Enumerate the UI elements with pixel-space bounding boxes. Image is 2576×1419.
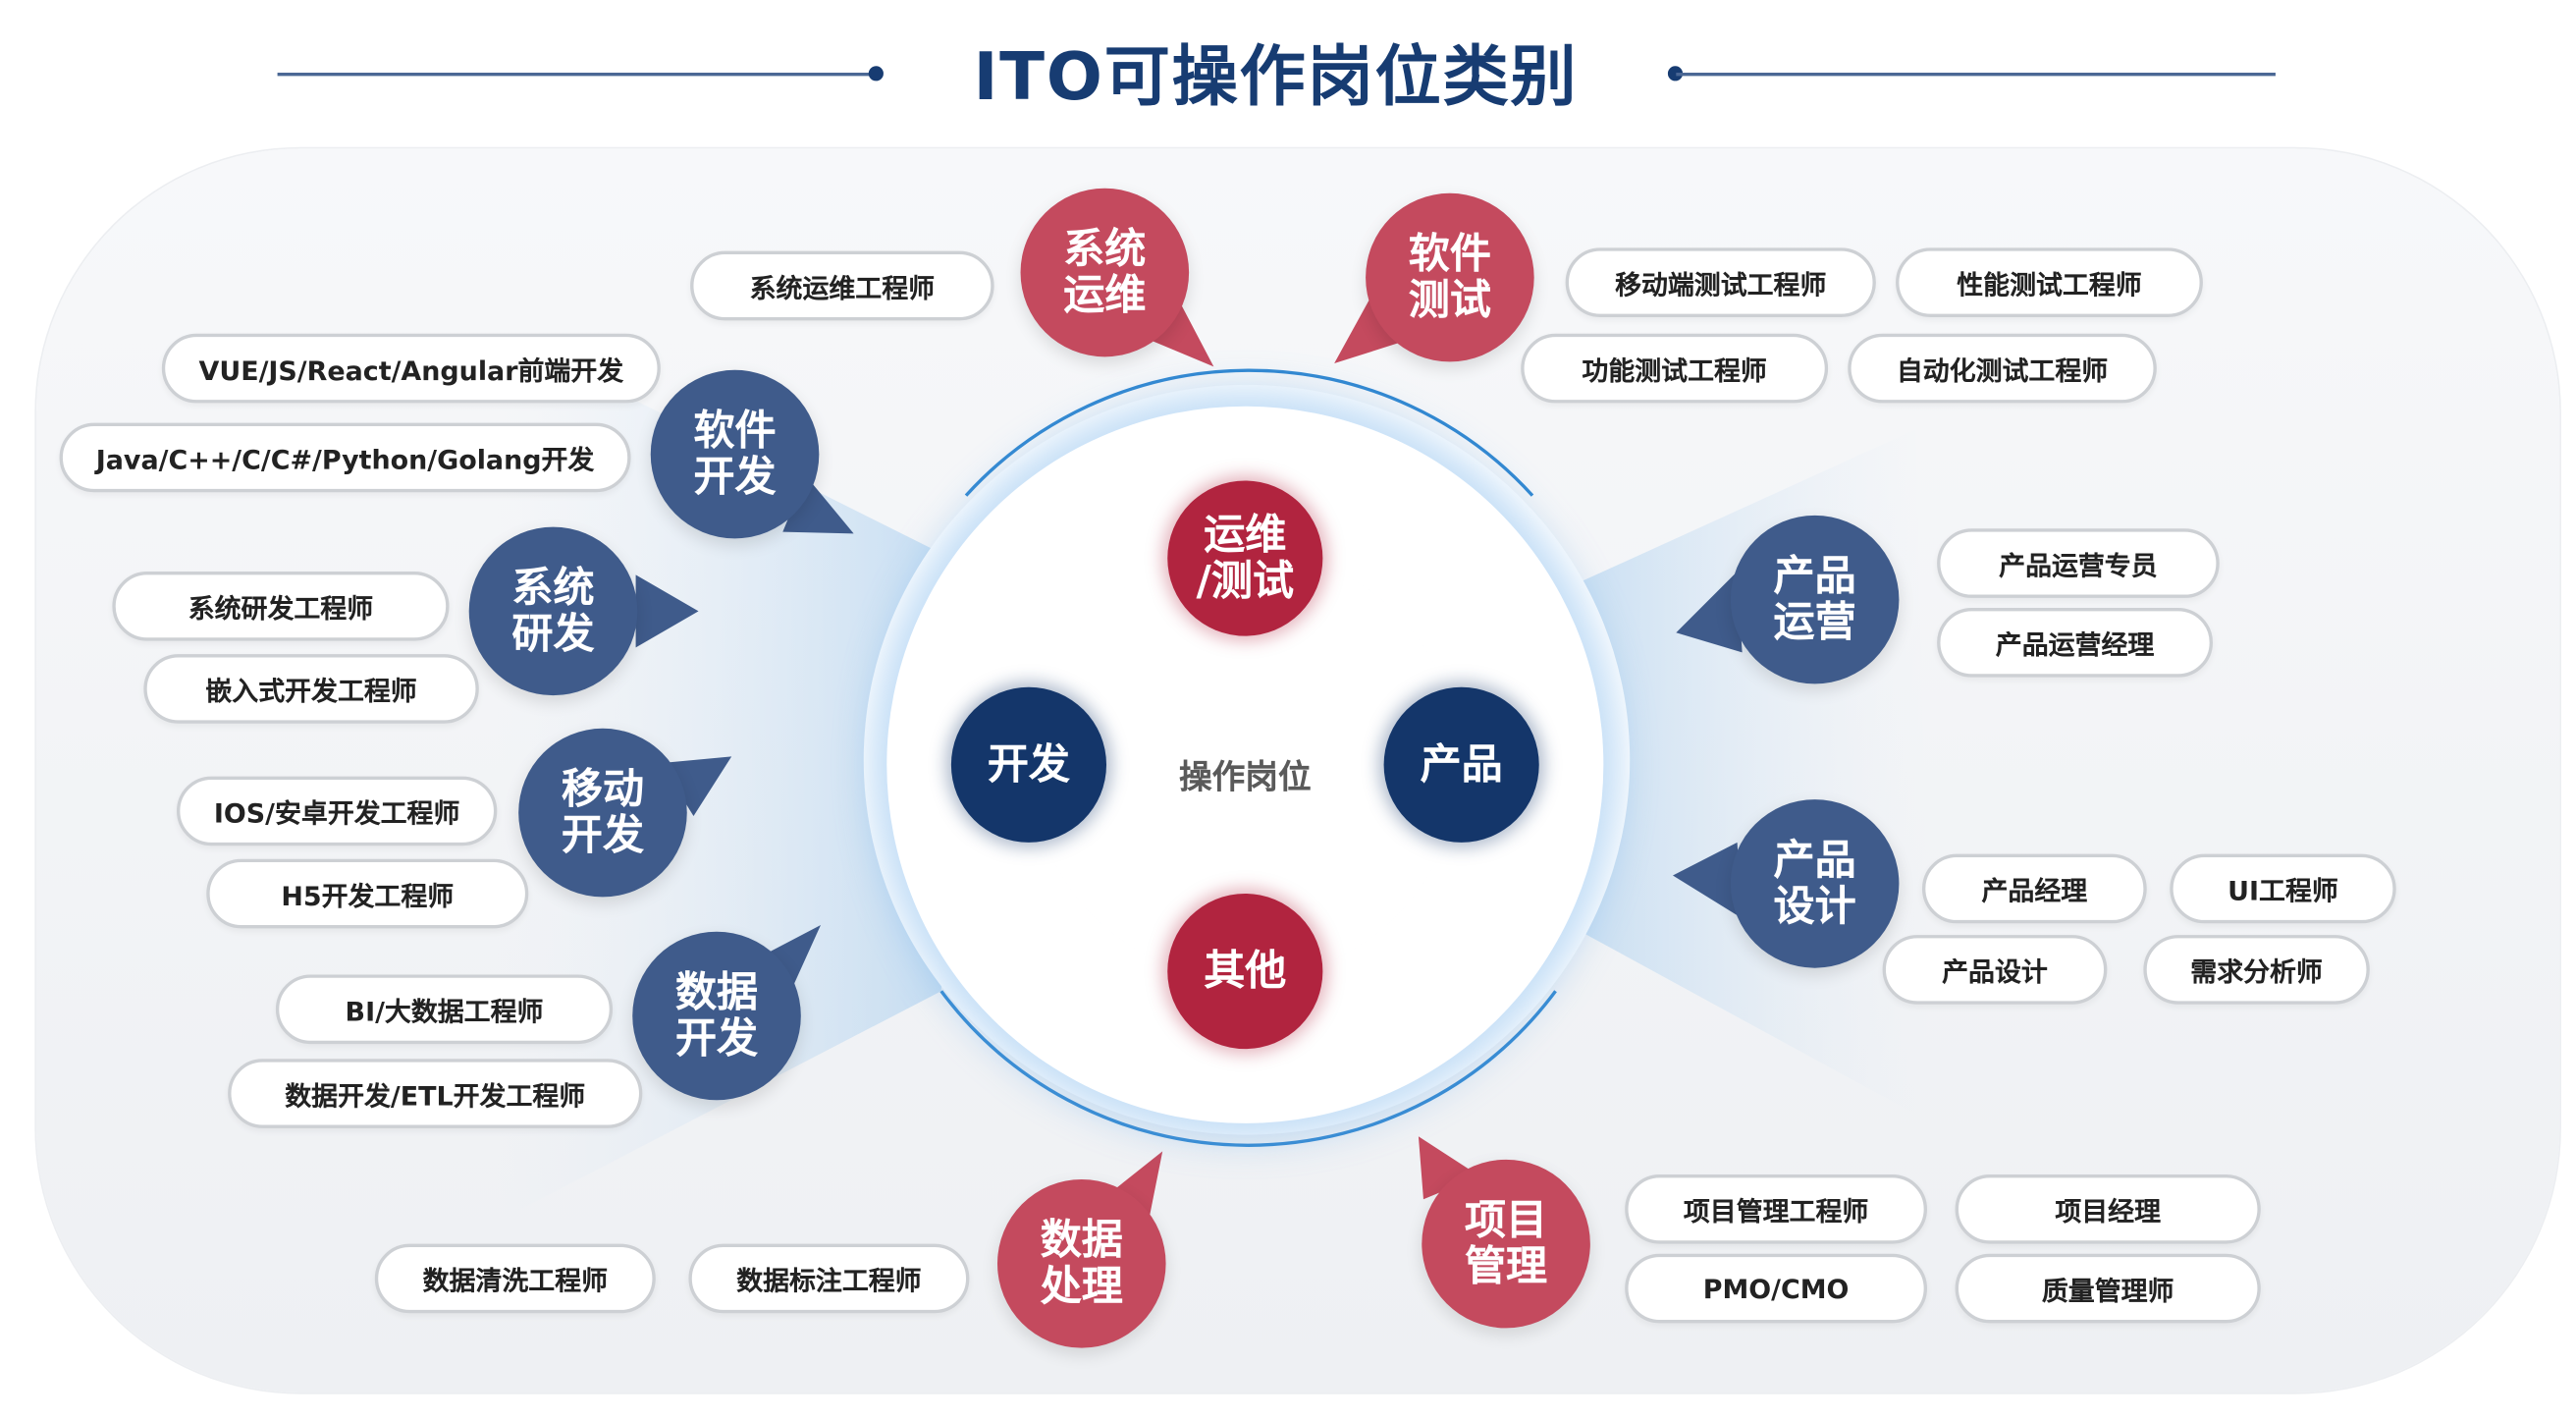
- group-label: 开发: [674, 1013, 759, 1063]
- role-pill[interactable]: Java/C++/C/C#/Python/Golang开发: [59, 422, 631, 493]
- role-pill[interactable]: 需求分析师: [2143, 935, 2370, 1005]
- core-label: 其他: [1204, 946, 1287, 995]
- group-label: 产品: [1773, 836, 1856, 884]
- ring-arc-top: [964, 368, 1534, 497]
- role-pill[interactable]: 移动端测试工程师: [1565, 247, 1876, 317]
- group-label: 运维: [1063, 270, 1147, 319]
- core-ops-test[interactable]: 运维/测试: [1167, 480, 1323, 636]
- group-label: 数据: [1040, 1216, 1123, 1264]
- role-pill[interactable]: 产品经理: [1921, 853, 2147, 924]
- core-label: /测试: [1196, 556, 1295, 605]
- group-label: 软件: [1408, 229, 1491, 278]
- group-label: 管理: [1464, 1241, 1548, 1290]
- group-product-design[interactable]: 产品设计: [1730, 799, 1900, 968]
- role-pill[interactable]: VUE/JS/React/Angular前端开发: [161, 333, 661, 404]
- page-title: ITO可操作岗位类别: [973, 39, 1579, 116]
- group-sw-dev[interactable]: 软件开发: [650, 369, 820, 539]
- core-other[interactable]: 其他: [1167, 894, 1323, 1050]
- group-label: 产品: [1773, 551, 1856, 600]
- title-left-dot: [868, 66, 884, 82]
- group-label: 设计: [1773, 882, 1856, 931]
- pointer-prod-design: [1672, 842, 1743, 919]
- group-mobile-dev[interactable]: 移动开发: [518, 728, 687, 898]
- title-left-line: [277, 73, 876, 76]
- role-pill[interactable]: 自动化测试工程师: [1848, 333, 2157, 404]
- group-label: 移动: [561, 764, 645, 813]
- pointer-sys-rd: [635, 574, 699, 648]
- title-right-line: [1676, 73, 2276, 76]
- core-label: 运维: [1204, 510, 1287, 559]
- group-label: 数据: [674, 967, 759, 1016]
- group-sw-test[interactable]: 软件测试: [1366, 192, 1534, 362]
- pointer-prod-ops: [1676, 572, 1743, 653]
- role-pill[interactable]: 产品设计: [1882, 935, 2108, 1005]
- role-pill[interactable]: BI/大数据工程师: [275, 974, 614, 1045]
- group-label: 系统: [511, 563, 595, 612]
- role-pill[interactable]: H5开发工程师: [206, 858, 529, 929]
- role-pill[interactable]: 产品运营专员: [1937, 528, 2220, 598]
- core-dev[interactable]: 开发: [950, 686, 1107, 843]
- role-pill[interactable]: 系统运维工程师: [690, 250, 994, 321]
- group-sys-ops[interactable]: 系统运维: [1020, 188, 1190, 357]
- center-label: 操作岗位: [1179, 756, 1312, 796]
- role-pill[interactable]: 性能测试工程师: [1896, 247, 2203, 317]
- group-data-proc[interactable]: 数据处理: [996, 1179, 1166, 1348]
- group-label: 软件: [693, 406, 777, 455]
- group-label: 系统: [1063, 224, 1147, 273]
- ring-arc-bottom: [939, 990, 1557, 1147]
- role-pill[interactable]: 功能测试工程师: [1521, 333, 1829, 404]
- core-label: 产品: [1420, 739, 1503, 789]
- group-project-mgmt[interactable]: 项目管理: [1422, 1159, 1590, 1329]
- group-label: 运营: [1773, 597, 1856, 646]
- group-label: 测试: [1408, 275, 1491, 324]
- core-product[interactable]: 产品: [1383, 686, 1539, 843]
- role-pill[interactable]: UI工程师: [2170, 853, 2396, 924]
- role-pill[interactable]: 项目管理工程师: [1625, 1173, 1928, 1244]
- role-pill[interactable]: 数据开发/ETL开发工程师: [228, 1059, 643, 1128]
- pointer-data-dev: [751, 924, 822, 995]
- core-label: 开发: [987, 739, 1071, 789]
- role-pill[interactable]: 产品运营经理: [1937, 608, 2214, 678]
- group-product-ops[interactable]: 产品运营: [1730, 515, 1900, 684]
- title-right-dot: [1667, 66, 1684, 82]
- group-label: 项目: [1464, 1195, 1548, 1244]
- group-data-dev[interactable]: 数据开发: [632, 931, 801, 1101]
- group-label: 开发: [561, 810, 645, 859]
- role-pill[interactable]: 数据清洗工程师: [374, 1243, 656, 1314]
- pointer-mobile: [660, 756, 732, 816]
- role-pill[interactable]: 项目经理: [1955, 1173, 2261, 1244]
- role-pill[interactable]: 质量管理师: [1955, 1253, 2261, 1324]
- role-pill[interactable]: IOS/安卓开发工程师: [176, 776, 498, 846]
- group-label: 处理: [1040, 1262, 1123, 1310]
- pointer-sw-test: [1334, 297, 1408, 364]
- role-pill[interactable]: 嵌入式开发工程师: [143, 654, 479, 724]
- role-pill[interactable]: PMO/CMO: [1625, 1253, 1928, 1324]
- group-label: 研发: [511, 609, 595, 658]
- pointer-sys-ops: [1143, 300, 1214, 367]
- group-sys-rd[interactable]: 系统研发: [468, 526, 638, 696]
- role-pill[interactable]: 系统研发工程师: [112, 572, 450, 641]
- pointer-pm: [1418, 1136, 1480, 1200]
- group-label: 开发: [693, 452, 777, 501]
- role-pill[interactable]: 数据标注工程师: [688, 1243, 970, 1314]
